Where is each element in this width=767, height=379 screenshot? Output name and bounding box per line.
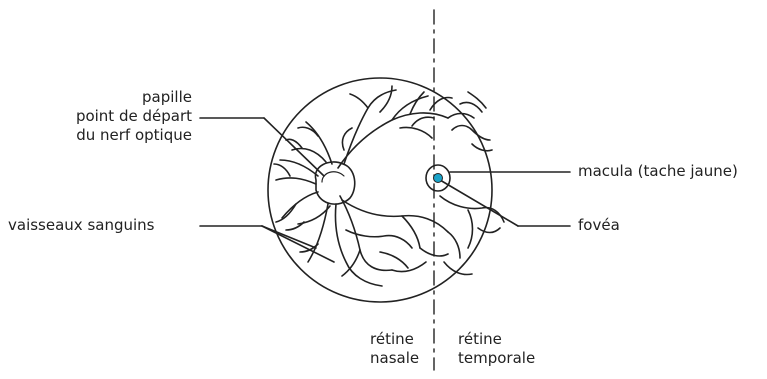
- optic-disc: [315, 162, 354, 204]
- label-papille-line1: papille: [76, 88, 192, 107]
- label-vaisseaux: vaisseaux sanguins: [8, 216, 154, 235]
- leader-papille-diag: [264, 118, 324, 176]
- label-papille-line2: point de départ: [76, 107, 192, 126]
- label-papille-line3: du nerf optique: [76, 126, 192, 145]
- leader-vaisseaux-b: [262, 226, 334, 262]
- label-retine-temporale-line2: temporale: [458, 349, 535, 368]
- fovea: [434, 174, 443, 183]
- label-fovea: fovéa: [578, 216, 620, 235]
- label-papille: papille point de départ du nerf optique: [76, 88, 192, 145]
- label-retine-temporale-line1: rétine: [458, 330, 535, 349]
- label-macula-text: macula (tache jaune): [578, 162, 738, 181]
- label-vaisseaux-text: vaisseaux sanguins: [8, 216, 154, 235]
- label-macula: macula (tache jaune): [578, 162, 738, 181]
- label-retine-temporale: rétine temporale: [458, 330, 535, 368]
- label-retine-nasale-line2: nasale: [370, 349, 419, 368]
- label-retine-nasale: rétine nasale: [370, 330, 419, 368]
- optic-disc-inner: [322, 172, 344, 182]
- label-retine-nasale-line1: rétine: [370, 330, 419, 349]
- label-fovea-text: fovéa: [578, 216, 620, 235]
